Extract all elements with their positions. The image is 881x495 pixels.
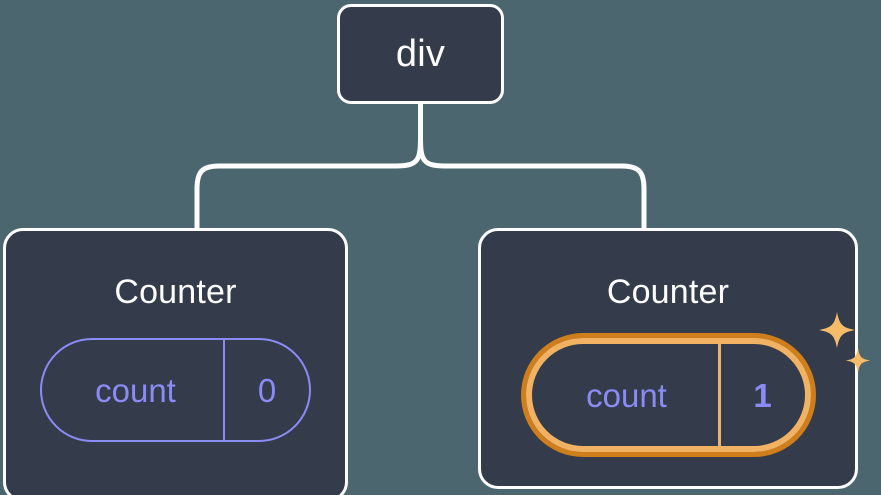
state-pill-left-key: count [95, 371, 176, 409]
state-pill-count-right-highlighted[interactable]: count 1 [525, 338, 811, 452]
connector-branch-left [194, 135, 423, 231]
node-counter-left-title: Counter [114, 273, 237, 311]
state-pill-right-value: 1 [717, 344, 805, 446]
state-pill-wrapper-right: count 1 [525, 312, 870, 452]
sparkles-group [818, 312, 870, 373]
node-counter-left[interactable]: Counter count 0 [3, 228, 348, 495]
sparkle-small-icon [845, 348, 870, 373]
node-div-label: div [395, 33, 446, 75]
node-counter-right-title: Counter [606, 273, 730, 311]
node-div[interactable]: div [337, 4, 504, 104]
state-pill-left-value: 0 [223, 340, 309, 440]
node-counter-right[interactable]: Counter count 1 [478, 228, 870, 489]
state-pill-right-key: count [586, 376, 667, 414]
sparkle-large-icon [818, 312, 855, 348]
state-pill-wrapper-left: count 0 [40, 338, 311, 442]
state-pill-count-left[interactable]: count 0 [40, 338, 311, 442]
connector-branch-right [418, 135, 647, 231]
